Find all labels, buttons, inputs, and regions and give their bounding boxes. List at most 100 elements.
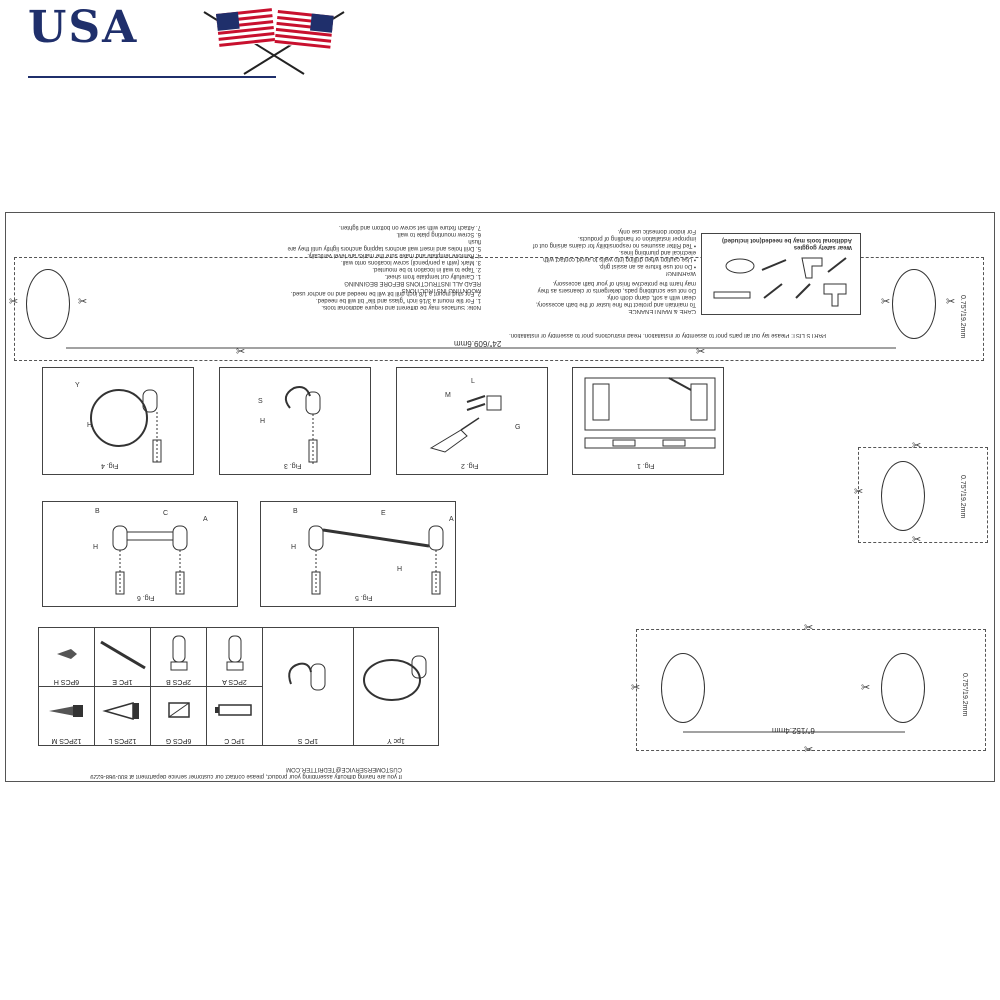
- figure-3: S H Fig. 3: [219, 367, 371, 475]
- scissors-icon: ✂: [631, 682, 641, 694]
- template-plate-single: [858, 447, 988, 543]
- part-cell-l: 12PCS L: [94, 686, 151, 746]
- figure-label: Fig. 2: [461, 462, 479, 469]
- footer-contact: If you are having difficulty assembling …: [90, 766, 402, 779]
- parts-list-note: PARTS LIST: Please lay out all parts pri…: [509, 332, 826, 338]
- dimension-24in: 24"/609.6mm: [454, 339, 502, 348]
- usa-logo: USA: [28, 2, 345, 80]
- mounting-plate-right: [892, 269, 936, 339]
- part-qty: 2PCS: [172, 678, 191, 685]
- part-cell-m: 12PCS M: [38, 686, 95, 746]
- dimension-plate-right: 0.75"/19.2mm: [959, 295, 966, 339]
- care-maintenance: CARE & MAINTENANCE To maintain and prote…: [536, 280, 696, 314]
- part-letter: H: [87, 422, 93, 429]
- part-cell-c: 1PC C: [206, 686, 263, 746]
- part-letter: M: [445, 392, 451, 399]
- screw-icon: [57, 649, 77, 659]
- scissors-icon: ✂: [881, 296, 891, 308]
- part-letter: H: [93, 544, 99, 551]
- part-code: L: [108, 737, 113, 744]
- parts-list-table: 6PCS H 1PC E 2PCS B 2PCS A 1PC S 1pc Y 1…: [38, 627, 439, 746]
- paper-roller-icon: [215, 704, 252, 716]
- part-letter: H: [397, 566, 403, 573]
- part-letter: A: [203, 516, 208, 523]
- screw-icon: [49, 705, 83, 717]
- figure-2: L M G Fig. 2: [396, 367, 548, 475]
- surface-note: Note: Surfaces may be different and requ…: [290, 290, 481, 310]
- scissors-icon: ✂: [236, 346, 246, 358]
- part-letter: H: [260, 418, 266, 425]
- part-letter: H: [291, 544, 297, 551]
- part-qty: 12PCS: [59, 737, 82, 744]
- part-letter: B: [293, 508, 298, 515]
- part-cell-a: 2PCS A: [206, 627, 263, 687]
- part-cell-b: 2PCS B: [150, 627, 207, 687]
- scissors-icon: ✂: [696, 346, 706, 358]
- drill-anchors-icon: [429, 395, 502, 453]
- part-cell-y: 1pc Y: [353, 627, 439, 746]
- mounting-plate-right-6in: [881, 653, 925, 723]
- part-code: H: [53, 678, 59, 685]
- part-cell-e: 1PC E: [94, 627, 151, 687]
- crossed-us-flags-icon: [203, 8, 345, 75]
- template-24in: [14, 257, 984, 361]
- part-code: A: [222, 678, 227, 685]
- template-level-icon: [584, 377, 716, 449]
- paper-holder-icon: [112, 525, 188, 595]
- figure-label: Fig. 5: [355, 594, 373, 601]
- wall-anchor-icon: [102, 702, 139, 720]
- part-letter: L: [471, 378, 475, 385]
- figure-4: Y H Fig. 4: [42, 367, 194, 475]
- part-cell-h: 6PCS H: [38, 627, 95, 687]
- figure-label: Fig. 1: [637, 462, 655, 469]
- part-qty: 6PCS: [173, 737, 192, 744]
- part-cell-s: 1PC S: [262, 627, 354, 746]
- part-code: Y: [387, 737, 392, 744]
- part-qty: 1pc: [393, 737, 405, 744]
- post-icon: [226, 635, 244, 671]
- part-qty: 6PCS: [60, 678, 80, 685]
- scissors-icon: ✂: [946, 296, 956, 308]
- figure-label: Fig. 6: [137, 594, 155, 601]
- towel-ring-icon: [90, 389, 162, 464]
- mounting-plate-icon: [168, 702, 190, 718]
- scissors-icon: ✂: [912, 534, 922, 546]
- tools-note: Wear safety goggles Additional tools may…: [721, 237, 852, 250]
- part-qty: 12PCS: [114, 737, 137, 744]
- mounting-instructions: MOUNTING INSTRUCTIONS READ ALL INSTRUCTI…: [287, 224, 481, 293]
- part-letter: Y: [75, 382, 80, 389]
- tools-box: Wear safety goggles Additional tools may…: [701, 233, 861, 315]
- towel-bar-icon: [308, 525, 444, 595]
- mounting-plate-single: [881, 461, 925, 531]
- part-cell-g: 6PCS G: [150, 686, 207, 746]
- part-code: C: [224, 737, 230, 744]
- robe-hook-icon: [284, 386, 321, 464]
- part-qty: 2PCS: [228, 678, 247, 685]
- part-code: E: [112, 678, 118, 685]
- part-qty: 1PC: [231, 737, 245, 744]
- part-letter: C: [163, 510, 169, 517]
- dimension-plate-bottom: 0.75"/19.2mm: [961, 673, 968, 717]
- part-letter: B: [95, 508, 100, 515]
- figure-1: Fig. 1: [572, 367, 724, 475]
- part-qty: 1PC: [304, 737, 319, 744]
- scissors-icon: ✂: [9, 296, 19, 308]
- scissors-icon: ✂: [861, 682, 871, 694]
- scissors-icon: ✂: [804, 622, 814, 634]
- figure-5: B E A H H Fig. 5: [260, 501, 456, 607]
- robe-hook-icon: [288, 662, 326, 691]
- post-icon: [170, 635, 188, 671]
- part-code: B: [166, 678, 171, 685]
- figure-label: Fig. 4: [101, 462, 119, 469]
- towel-ring-icon: [363, 655, 427, 701]
- part-code: M: [51, 737, 58, 744]
- scissors-icon: ✂: [804, 744, 814, 756]
- logo-underline: [28, 76, 276, 78]
- part-letter: S: [258, 398, 263, 405]
- scissors-icon: ✂: [912, 440, 922, 452]
- scissors-icon: ✂: [78, 296, 88, 308]
- mounting-plate-left: [26, 269, 70, 339]
- part-letter: E: [381, 510, 386, 517]
- dimension-line-6in: [683, 731, 905, 733]
- dimension-6in: 6"/152.4mm: [772, 726, 815, 735]
